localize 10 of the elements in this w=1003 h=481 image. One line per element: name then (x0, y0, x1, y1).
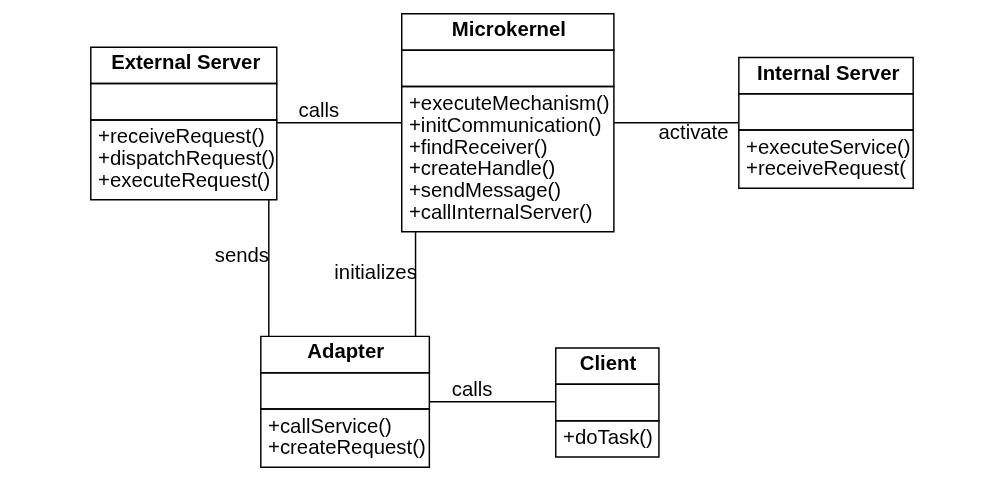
edge-label: initializes (333, 260, 417, 283)
edge-label: sends (214, 244, 269, 267)
connector (267, 198, 270, 337)
connector (414, 231, 416, 338)
connector (428, 401, 556, 403)
connector (613, 122, 739, 124)
edge-label: calls (451, 378, 492, 401)
connector (275, 122, 402, 124)
edge-label: calls (298, 99, 339, 122)
edge-label: activate (658, 121, 729, 144)
